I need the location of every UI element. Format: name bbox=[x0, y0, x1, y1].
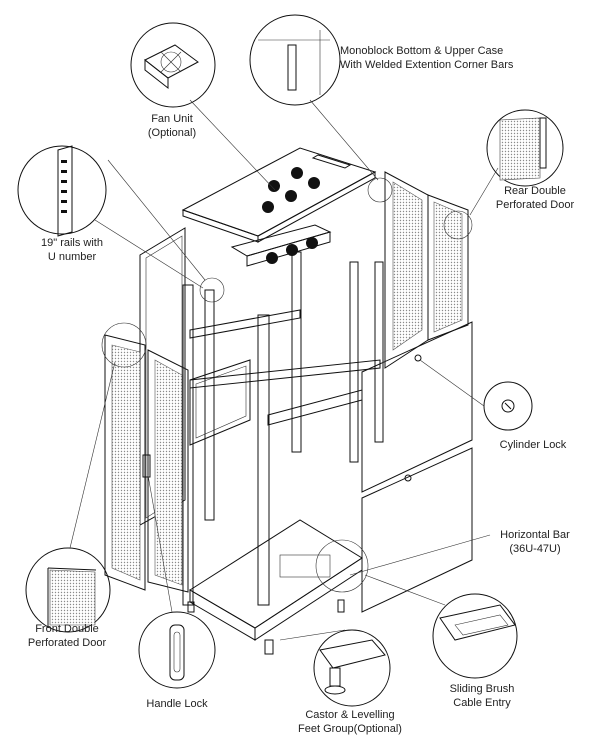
label-fan-unit: Fan Unit (Optional) bbox=[147, 113, 197, 139]
callout-handle-lock bbox=[138, 611, 216, 689]
label-handle-lock: Handle Lock bbox=[146, 698, 208, 710]
callout-monoblock bbox=[249, 14, 341, 106]
leader-lines bbox=[69, 99, 499, 641]
front-doors bbox=[104, 334, 189, 593]
label-rear-door: Rear Double Perforated Door bbox=[495, 185, 575, 211]
callout-fan-unit bbox=[130, 22, 216, 108]
label-sliding-brush: Sliding Brush Cable Entry bbox=[449, 683, 515, 709]
callout-horizontal-bar-ring bbox=[315, 539, 369, 593]
label-front-door: Front Double Perforated Door bbox=[27, 623, 107, 649]
callout-castor bbox=[313, 629, 391, 707]
label-monoblock: Monoblock Bottom & Upper Case With Welde… bbox=[340, 45, 514, 71]
label-castor: Castor & Levelling Feet Group(Optional) bbox=[298, 709, 402, 735]
callout-rails bbox=[17, 145, 107, 237]
callout-rear-door bbox=[486, 109, 564, 187]
label-rails: 19" rails with U number bbox=[41, 237, 103, 263]
fan-holes bbox=[262, 167, 320, 213]
label-cylinder-lock: Cylinder Lock bbox=[499, 439, 567, 451]
top-cover bbox=[181, 147, 377, 243]
side-panels bbox=[361, 321, 473, 613]
fan-tray bbox=[230, 224, 332, 267]
callout-front-door bbox=[25, 547, 111, 633]
callout-sliding-brush bbox=[432, 593, 518, 679]
rear-doors bbox=[384, 171, 469, 369]
callout-frame-rings bbox=[101, 177, 473, 368]
label-horizontal-bar: Horizontal Bar (36U-47U) bbox=[500, 529, 570, 555]
callout-cylinder-lock bbox=[483, 381, 533, 431]
